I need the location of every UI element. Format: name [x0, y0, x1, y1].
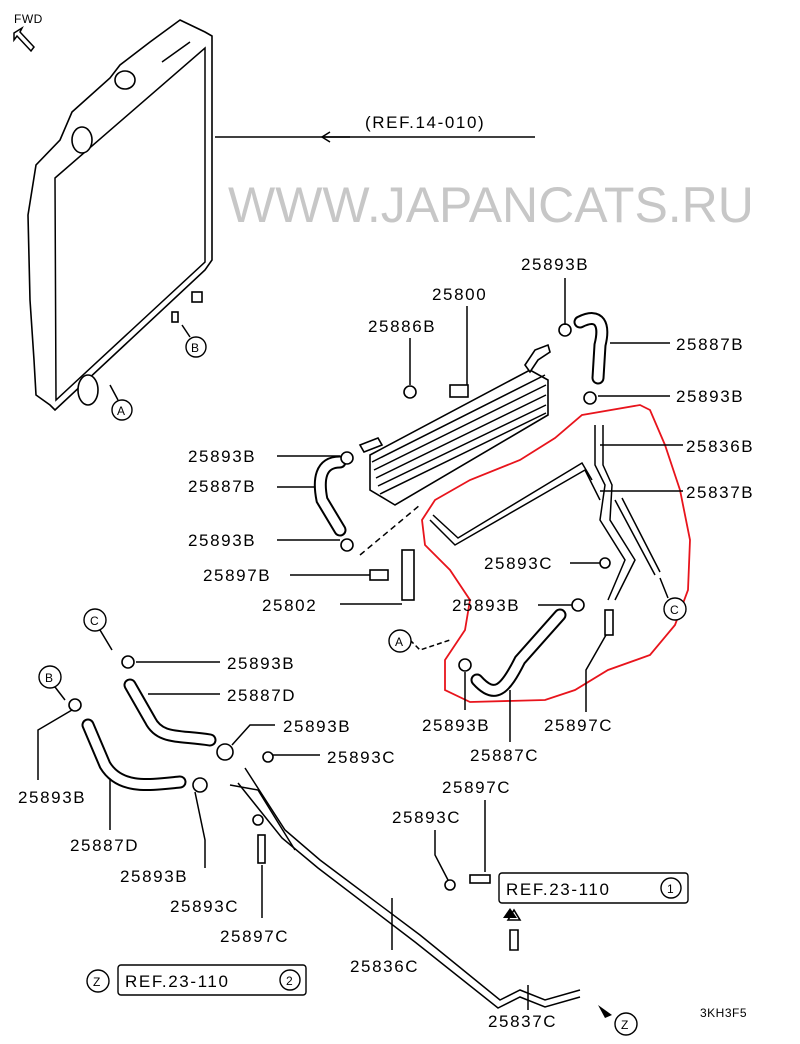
arrow-to-z-icon — [598, 1005, 612, 1018]
connector-a: A — [395, 635, 404, 649]
connector-z: Z — [93, 975, 101, 989]
connector-a-circle — [111, 399, 133, 421]
part-label[interactable]: 25887B — [676, 335, 744, 354]
connector-c: C — [90, 614, 99, 628]
highlight-outline — [421, 404, 691, 703]
ref2-number: 2 — [286, 974, 293, 988]
connector-c: C — [670, 603, 679, 617]
part-label[interactable]: 25893B — [188, 447, 256, 466]
connector-b-circle — [185, 336, 207, 358]
part-label[interactable]: 25893C — [170, 897, 239, 916]
part-label[interactable]: 25837C — [488, 1012, 557, 1031]
part-label[interactable]: 25893C — [484, 554, 553, 573]
clamps — [68, 323, 611, 891]
drawing-code: 3KH3F5 — [700, 1006, 747, 1020]
part-label[interactable]: 25837B — [686, 483, 754, 502]
part-label[interactable]: 25800 — [432, 285, 487, 304]
part-label[interactable]: 25897C — [442, 778, 511, 797]
ref-23-110-1[interactable]: REF.23-110 1 — [498, 872, 689, 904]
connector-a: A — [117, 404, 126, 418]
part-label[interactable]: 25887D — [70, 836, 139, 855]
leader-lines — [37, 278, 683, 1010]
fwd-label: FWD — [14, 12, 43, 26]
part-labels: 25893B 25800 25886B 25887B 25893B 25836B… — [18, 255, 754, 1031]
ref-radiator[interactable]: (REF.14-010) — [365, 113, 485, 132]
ref1-number: 1 — [667, 882, 674, 896]
connector-z: Z — [621, 1018, 629, 1032]
part-label[interactable]: 25836B — [686, 437, 754, 456]
part-label[interactable]: 25897C — [220, 927, 289, 946]
fwd-arrow-icon — [13, 25, 35, 53]
part-label[interactable]: 25893B — [676, 387, 744, 406]
watermark: WWW.JAPANCATS.RU — [228, 177, 754, 233]
ref2-label[interactable]: REF.23-110 — [125, 972, 230, 991]
part-label[interactable]: 25893B — [188, 531, 256, 550]
part-label[interactable]: 25893B — [120, 867, 188, 886]
part-label[interactable]: 25893C — [327, 748, 396, 767]
part-label[interactable]: 25893B — [18, 788, 86, 807]
part-label[interactable]: 25887C — [470, 746, 539, 765]
part-label[interactable]: 25893B — [452, 596, 520, 615]
arrow-up-icon — [503, 908, 517, 918]
bracket-25802 — [401, 549, 415, 601]
part-label[interactable]: 25897B — [203, 566, 271, 585]
ref-23-110-2[interactable]: REF.23-110 2 — [117, 964, 307, 996]
connector-b: B — [191, 341, 200, 355]
part-label[interactable]: 25887B — [188, 477, 256, 496]
ref1-label[interactable]: REF.23-110 — [506, 880, 611, 899]
part-label[interactable]: 25893C — [392, 808, 461, 827]
part-label[interactable]: 25887D — [227, 686, 296, 705]
pipe-25836c — [237, 767, 581, 1009]
part-label[interactable]: 25893B — [521, 255, 589, 274]
oil-cooler — [358, 343, 551, 506]
part-label[interactable]: 25886B — [368, 317, 436, 336]
part-label[interactable]: 25836C — [350, 957, 419, 976]
part-label[interactable]: 25802 — [262, 596, 317, 615]
part-label[interactable]: 25893B — [227, 654, 295, 673]
part-label[interactable]: 25893B — [422, 716, 490, 735]
part-label[interactable]: 25897C — [544, 716, 613, 735]
part-label[interactable]: 25893B — [283, 717, 351, 736]
connector-b: B — [45, 671, 54, 685]
